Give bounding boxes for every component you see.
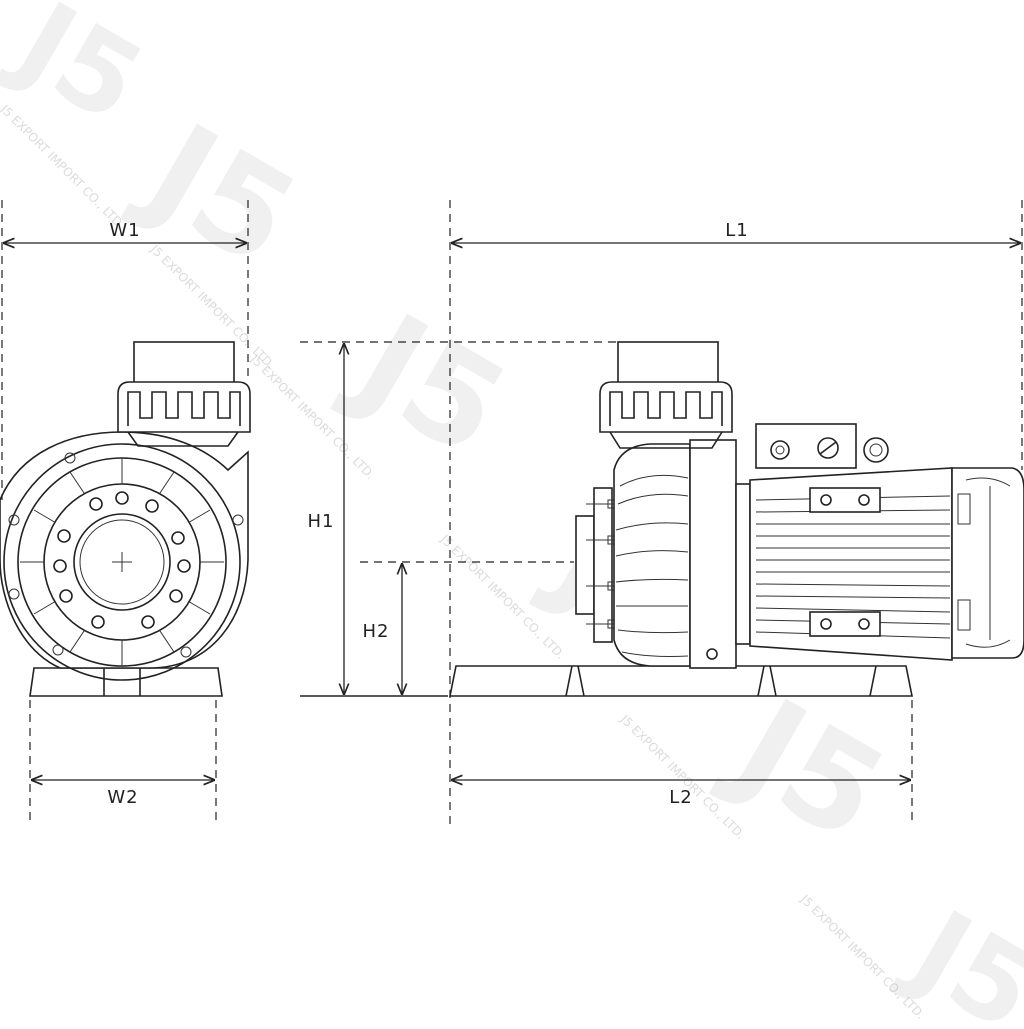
dimension-l1-label: L1 (725, 220, 748, 241)
side-bracket (689, 439, 737, 669)
side-inlet-pipe (575, 515, 595, 615)
dimension-h2-label: H2 (363, 621, 390, 642)
side-lifting-eye (863, 437, 889, 463)
side-base (449, 665, 913, 697)
dimension-w1-label: W1 (109, 220, 140, 241)
front-discharge-pipe (133, 341, 235, 385)
watermark-logo-2: J5 (117, 91, 320, 296)
dimension-labels: W1 L1 H1 H2 W2 L2 (107, 220, 748, 808)
dimension-lines (1, 200, 1023, 826)
front-housing-ring (3, 443, 241, 681)
dimension-l2-label: L2 (669, 787, 692, 808)
watermark-text-6: J5 EXPORT IMPORT CO., LTD. (797, 892, 927, 1022)
side-union-nut (599, 381, 733, 433)
side-terminal-box (755, 423, 857, 469)
pump-side-view (449, 341, 1024, 697)
dimension-w2-label: W2 (107, 787, 138, 808)
front-base (29, 667, 223, 697)
side-motor-body (749, 467, 953, 661)
side-inlet-flange (593, 487, 613, 643)
dimension-h1-label: H1 (308, 511, 335, 532)
side-motor-flange (735, 483, 751, 645)
front-union-nut (117, 381, 251, 433)
pump-front-view (0, 341, 251, 697)
side-discharge-pipe (617, 341, 719, 385)
front-inlet (73, 513, 171, 611)
